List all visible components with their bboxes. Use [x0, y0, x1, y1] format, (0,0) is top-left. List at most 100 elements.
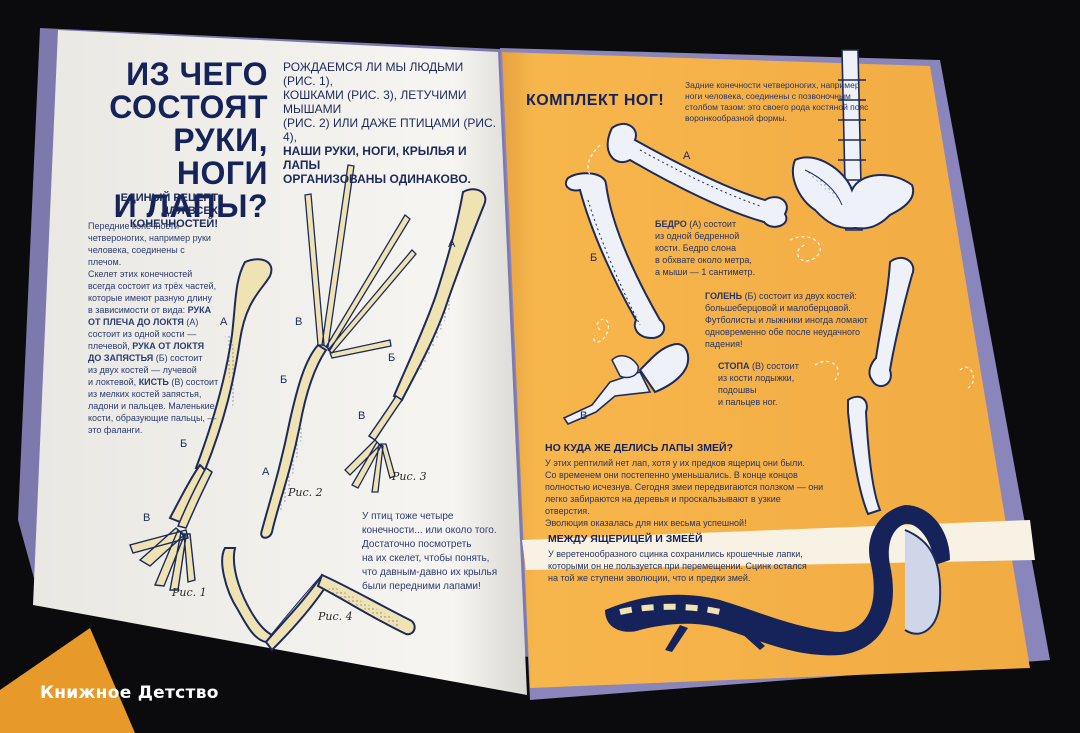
bone-label-b: Б: [388, 352, 396, 364]
foot-line: из кости лодыжки,: [718, 373, 795, 383]
femur-line: кости. Бедро слона: [655, 243, 737, 253]
recipe-line: которые имеют разную длину: [88, 293, 213, 303]
leg-label-c: В: [580, 410, 588, 422]
bat-wing-skeleton: [260, 164, 417, 539]
bone-label-a: А: [220, 316, 228, 328]
recipe-line: человека, соединены с плечом.: [88, 245, 185, 267]
snake-line: полностью исчезнув. Сегодня змеи передви…: [545, 482, 824, 492]
figure-caption-2: Рис. 2: [288, 486, 323, 499]
femur-line: (А) состоит: [689, 219, 737, 229]
shin-line: Футболисты и лыжники иногда ломают: [705, 315, 868, 325]
snake-line: Эволюция оказалась для них весьма успешн…: [545, 518, 747, 528]
recipe-line: всегда состоит из трёх частей,: [88, 281, 217, 291]
recipe-line: из двух костей — лучевой: [88, 365, 197, 375]
bone-label-a: А: [448, 238, 456, 250]
lizard-line: на той же ступени эволюции, что и предки…: [548, 573, 751, 583]
bone-label-b: Б: [280, 374, 288, 386]
left-page: [33, 30, 527, 695]
bone-label-c: В: [358, 410, 366, 422]
foot-bold: СТОПА: [718, 361, 750, 371]
snake-heading: НО КУДА ЖЕ ДЕЛИСЬ ЛАПЫ ЗМЕЙ?: [545, 442, 734, 454]
recipe-bold: ОТ ПЛЕЧА ДО ЛОКТЯ: [88, 317, 184, 327]
birds-note: У птиц тоже четыре конечности... или око…: [362, 510, 522, 594]
orange-book-corner: [0, 628, 135, 733]
figure-caption-4: Рис. 4: [318, 610, 353, 623]
pelvis-and-spine: [792, 49, 915, 231]
femur-line: в обхвате около метра,: [655, 255, 752, 265]
recipe-line: (А): [186, 317, 199, 327]
recipe-bold: РУКА ОТ ЛОКТЯ: [132, 341, 205, 351]
recipe-heading-line: ДЛЯ ВСЕХ КОНЕЧНОСТЕЙ!: [129, 205, 218, 230]
foot-bones: [562, 343, 690, 425]
shin-line: большеберцовой и малоберцовой.: [705, 303, 851, 313]
intro-line: РОЖДАЕМСЯ ЛИ МЫ ЛЮДЬМИ (РИС. 1),: [283, 60, 464, 88]
recipe-heading-line: ЕДИНЫЙ РЕЦЕПТ: [120, 192, 218, 204]
title-line: ИЗ ЧЕГО: [126, 56, 268, 92]
recipe-body: Передние конечности четвероногих, наприм…: [88, 220, 220, 436]
lizard-text: У веретенообразного сцинка сохранились к…: [548, 548, 808, 584]
intro-line: (РИС. 2) ИЛИ ДАЖЕ ПТИЦАМИ (РИС. 4),: [283, 116, 497, 144]
bird-wing-skeleton: [221, 547, 416, 652]
figure-caption-3: Рис. 3: [392, 470, 427, 483]
figure-caption-1: Рис. 1: [172, 586, 207, 599]
shin-line: (Б) состоит из двух костей:: [744, 291, 857, 301]
leg-label-a: А: [683, 150, 691, 162]
intro-bold-line: НАШИ РУКИ, НОГИ, КРЫЛЬЯ И ЛАПЫ: [283, 144, 467, 172]
recipe-line: плечевой,: [88, 341, 130, 351]
recipe-line: и локтевой,: [88, 377, 137, 387]
femur-bold: БЕДРО: [655, 219, 687, 229]
decor-arrows: [587, 144, 974, 389]
femur-line: из одной бедренной: [655, 231, 740, 241]
lizard-heading: МЕЖДУ ЯЩЕРИЦЕЙ И ЗМЕЁЙ: [548, 533, 703, 545]
recipe-line: (В) состоит: [171, 377, 219, 387]
leg-bones-lower-right: [847, 395, 882, 516]
lizard-line: У веретенообразного сцинка сохранились к…: [548, 549, 803, 559]
foot-text: СТОПА (В) состоит из кости лодыжки, подо…: [718, 360, 828, 408]
cat-leg-skeleton: [344, 188, 487, 493]
intro-line: КОШКАМИ (РИС. 3), ЛЕТУЧИМИ МЫШАМИ: [283, 88, 467, 116]
shin-bold: ГОЛЕНЬ: [705, 291, 743, 301]
right-intro-line: Задние конечности четвероногих, например: [685, 80, 860, 90]
shin-line: падения!: [705, 339, 743, 349]
snake-line: легко забираются на деревья и проскальзы…: [545, 494, 781, 516]
leg-label-b: Б: [590, 252, 598, 264]
birds-line: У птиц тоже четыре: [362, 511, 454, 522]
right-intro: Задние конечности четвероногих, например…: [685, 80, 885, 124]
recipe-line: в зависимости от вида:: [88, 305, 186, 315]
foot-line: (В) состоит: [752, 361, 799, 371]
bone-label-c: В: [143, 512, 151, 524]
title-line: И ЛАПЫ?: [113, 188, 268, 224]
recipe-bold: КИСТЬ: [138, 377, 169, 387]
birds-line: что давным-давно их крылья: [362, 567, 498, 578]
recipe-line: (Б) состоит: [155, 353, 203, 363]
bone-label-a: А: [262, 466, 270, 478]
right-intro-line: столбом тазом: это своего рода костяной …: [685, 102, 869, 112]
left-intro: РОЖДАЕМСЯ ЛИ МЫ ЛЮДЬМИ (РИС. 1), КОШКАМИ…: [283, 60, 498, 186]
bone-label-c: В: [295, 316, 303, 328]
recipe-line: кости, образующие пальцы, —: [88, 413, 217, 423]
bone-label-b: Б: [180, 438, 188, 450]
recipe-heading: ЕДИНЫЙ РЕЦЕПТ ДЛЯ ВСЕХ КОНЕЧНОСТЕЙ!: [88, 192, 218, 231]
recipe-bold: ДО ЗАПЯСТЬЯ: [88, 353, 154, 363]
snake-text: У этих рептилий нет лап, хотя у их предк…: [545, 457, 825, 529]
lizard-line: которыми он не пользуется при перемещени…: [548, 561, 807, 571]
right-page-title: КОМПЛЕКТ НОГ!: [526, 92, 665, 109]
skink-illustration: [605, 505, 950, 656]
shin-line: одновременно обе после неудачного: [705, 327, 861, 337]
right-intro-line: ноги человека, соединены с позвоночным: [685, 91, 851, 101]
shin-text: ГОЛЕНЬ (Б) состоит из двух костей: больш…: [705, 290, 885, 350]
title-line: РУКИ, НОГИ: [173, 122, 268, 191]
recipe-line: состоит из одной кости —: [88, 329, 197, 339]
birds-line: Достаточно посмотреть: [362, 539, 472, 550]
recipe-line: ладони и пальцев. Маленькие: [88, 401, 215, 411]
birds-line: конечности... или около того.: [362, 525, 497, 536]
birds-line: были передними лапами!: [362, 581, 481, 592]
femur-text: БЕДРО (А) состоит из одной бедренной кос…: [655, 218, 785, 278]
snake-line: У этих рептилий нет лап, хотя у их предк…: [545, 458, 805, 468]
watermark: Книжное Детство: [40, 683, 219, 703]
femur-line: а мыши — 1 сантиметр.: [655, 267, 756, 277]
snake-line: Со временем они постепенно уменьшались. …: [545, 470, 798, 480]
foot-line: и пальцев ног.: [718, 397, 778, 407]
recipe-line: из мелких костей запястья,: [88, 389, 202, 399]
